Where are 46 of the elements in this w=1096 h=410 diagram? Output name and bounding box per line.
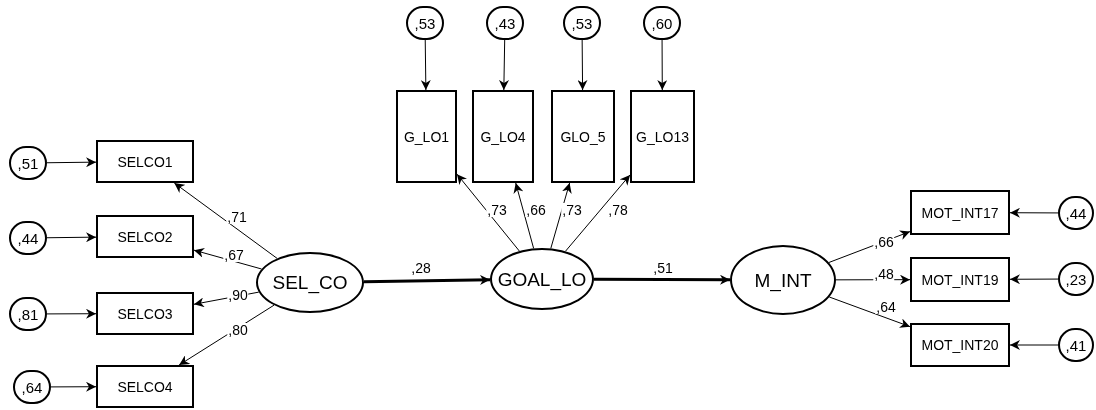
observed-variable-box: MOT_INT19 — [910, 257, 1010, 302]
edge-label: ,71 — [226, 210, 248, 224]
arrow — [46, 232, 97, 243]
arrow — [1009, 340, 1059, 350]
edge-label: ,51 — [652, 261, 674, 275]
edge-label: ,78 — [607, 203, 629, 217]
observed-variable-box: SELCO1 — [96, 140, 194, 183]
observed-variable-box: MOT_INT17 — [910, 190, 1010, 235]
observed-variable-box: G_LO13 — [630, 90, 695, 183]
arrow — [363, 274, 491, 285]
observed-variable-box: GLO_5 — [551, 90, 615, 183]
observed-variable-box: SELCO2 — [96, 215, 194, 258]
arrow — [835, 274, 911, 285]
edge-label: ,80 — [227, 323, 249, 337]
edge-label: ,73 — [561, 203, 583, 217]
arrow — [1009, 207, 1059, 218]
edge-label: ,67 — [223, 248, 245, 262]
arrow — [577, 39, 588, 91]
arrow — [828, 230, 911, 263]
observed-variable-box: SELCO3 — [96, 292, 194, 335]
arrow — [594, 274, 730, 285]
edge-label: ,66 — [525, 203, 547, 217]
latent-variable-ellipse: M_INT — [730, 245, 836, 315]
observed-variable-box: SELCO4 — [96, 365, 194, 408]
arrow — [46, 308, 97, 319]
arrow — [178, 304, 275, 366]
arrow — [46, 157, 97, 168]
arrow — [1009, 274, 1059, 285]
arrow — [420, 39, 431, 91]
edge-label: ,28 — [410, 261, 432, 275]
arrow — [550, 182, 572, 249]
arrow — [513, 182, 535, 249]
arrow — [499, 39, 509, 91]
observed-variable-box: G_LO1 — [396, 90, 457, 183]
edge-label: ,90 — [227, 288, 249, 302]
latent-variable-ellipse: SEL_CO — [256, 252, 364, 313]
observed-variable-box: G_LO4 — [472, 90, 534, 183]
observed-variable-box: MOT_INT20 — [910, 323, 1010, 367]
latent-variable-ellipse: GOAL_LO — [490, 248, 594, 310]
edge-label: ,73 — [486, 203, 508, 217]
edge-label: ,48 — [873, 267, 895, 281]
arrow — [173, 182, 278, 259]
edge-label: ,66 — [873, 235, 895, 249]
edge-label: ,64 — [875, 300, 897, 314]
arrow — [50, 381, 97, 392]
arrow — [657, 39, 668, 91]
